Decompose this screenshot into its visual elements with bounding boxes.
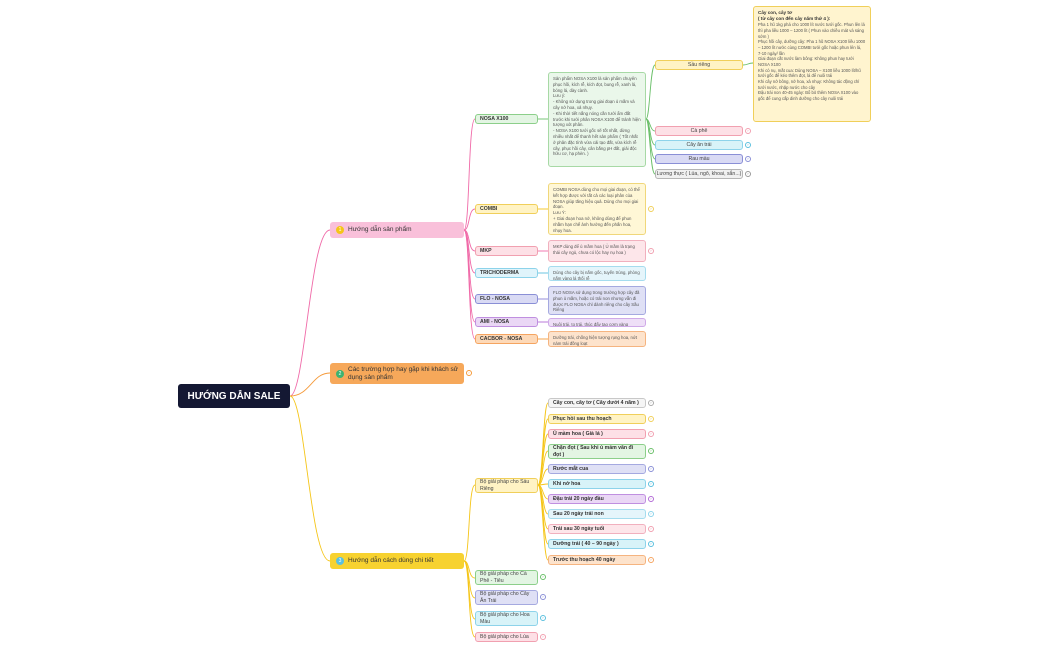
section-common-cases[interactable]: 2 Các trường hợp hay gặp khi khách sử dụ… — [330, 363, 464, 384]
section-number-badge: 2 — [336, 369, 344, 378]
expand-toggle-icon[interactable]: › — [648, 557, 654, 563]
durian-stage[interactable]: Sau 20 ngày trái non — [548, 509, 646, 519]
durian-stage[interactable]: Chặn đọt ( Sau khi ủ mầm vẫn đi đọt ) — [548, 444, 646, 459]
product-description-trichoderma: Dùng cho cây bị nấm gốc, tuyến trùng, ph… — [548, 266, 646, 281]
solution-flowers-vegetables[interactable]: Bộ giải pháp cho Hoa Màu — [475, 611, 538, 626]
solution-label: Bộ giải pháp cho Hoa Màu — [480, 612, 530, 625]
product-ami-nosa[interactable]: AMI - NOSA — [475, 317, 538, 327]
expand-toggle-icon[interactable]: › — [648, 541, 654, 547]
expand-toggle-icon[interactable]: › — [648, 431, 654, 437]
durian-stage[interactable]: Phục hồi sau thu hoạch — [548, 414, 646, 424]
solution-fruit-trees[interactable]: Bộ giải pháp cho Cây Ăn Trái — [475, 590, 538, 605]
product-description-ami-nosa: Nuôi trái, to trái, thúc đẩy tạo cơm vàn… — [548, 318, 646, 327]
durian-stage[interactable]: Cây con, cây tơ ( Cây dưới 4 năm ) — [548, 398, 646, 408]
section-detailed-usage[interactable]: 3 Hướng dẫn cách dùng chi tiết — [330, 553, 464, 569]
solution-coffee-pepper[interactable]: Bộ giải pháp cho Cà Phê - Tiêu — [475, 570, 538, 585]
expand-toggle-icon[interactable]: › — [540, 634, 546, 640]
expand-toggle-icon[interactable]: › — [648, 416, 654, 422]
durian-note-body: Pha 1 hũ 1kg phá cho 1000 lít nước tưới … — [758, 22, 866, 102]
expand-toggle-icon[interactable]: › — [648, 400, 654, 406]
product-combi[interactable]: COMBI — [475, 204, 538, 214]
section-label: Các trường hợp hay gặp khi khách sử dụng… — [348, 365, 459, 381]
crop-coffee[interactable]: Cà phê — [655, 126, 743, 136]
expand-toggle-icon[interactable]: › — [745, 128, 751, 134]
expand-toggle-icon[interactable]: › — [745, 142, 751, 148]
crop-fruit-trees[interactable]: Cây ăn trái — [655, 140, 743, 150]
durian-stage[interactable]: Trái sau 30 ngày tuổi — [548, 524, 646, 534]
expand-toggle-icon[interactable]: › — [648, 496, 654, 502]
section-number-badge: 3 — [336, 557, 344, 565]
product-description-cacbor-nosa: Dưỡng trái, chống hiện tượng rụng hoa, n… — [548, 331, 646, 347]
expand-toggle-icon[interactable]: › — [466, 370, 472, 376]
product-description-flo-nosa: FLO NOSA sử dụng trong trường hợp cây đã… — [548, 286, 646, 315]
durian-note-title: Cây con, cây tơ ( từ cây con đến cây năm… — [758, 10, 831, 22]
durian-usage-note: Cây con, cây tơ ( từ cây con đến cây năm… — [753, 6, 871, 122]
expand-toggle-icon[interactable]: › — [648, 248, 654, 254]
durian-stage[interactable]: Đậu trái 20 ngày đầu — [548, 494, 646, 504]
expand-toggle-icon[interactable]: › — [540, 594, 546, 600]
expand-toggle-icon[interactable]: › — [648, 448, 654, 454]
section-product-guide[interactable]: 1 Hướng dẫn sản phẩm — [330, 222, 464, 238]
crop-durian[interactable]: Sầu riêng — [655, 60, 743, 70]
product-description-combi: COMBI NOSA dùng cho mọi giai đoạn, có th… — [548, 183, 646, 235]
root-node[interactable]: HƯỚNG DẪN SALE — [178, 384, 290, 408]
expand-toggle-icon[interactable]: › — [648, 526, 654, 532]
expand-toggle-icon[interactable]: › — [745, 156, 751, 162]
durian-stage[interactable]: Khi nở hoa — [548, 479, 646, 489]
expand-toggle-icon[interactable]: › — [648, 206, 654, 212]
crop-vegetables[interactable]: Rau màu — [655, 154, 743, 164]
durian-stage[interactable]: Dưỡng trái ( 40 – 90 ngày ) — [548, 539, 646, 549]
expand-toggle-icon[interactable]: › — [745, 171, 751, 177]
expand-toggle-icon[interactable]: › — [648, 511, 654, 517]
durian-stage[interactable]: Rước mắt cua — [548, 464, 646, 474]
solution-label: Bộ giải pháp cho Cà Phê - Tiêu — [480, 571, 527, 584]
solution-rice[interactable]: Bộ giải pháp cho Lúa — [475, 632, 538, 642]
solution-durian[interactable]: Bộ giải pháp cho Sầu Riêng — [475, 478, 538, 493]
expand-toggle-icon[interactable]: › — [540, 615, 546, 621]
product-trichoderma[interactable]: TRICHODERMA — [475, 268, 538, 278]
durian-stage[interactable]: Ủ mầm hoa ( Già lá ) — [548, 429, 646, 439]
section-label: Hướng dẫn cách dùng chi tiết — [348, 556, 434, 564]
section-label: Hướng dẫn sản phẩm — [348, 225, 412, 233]
product-mkp[interactable]: MKP — [475, 246, 538, 256]
product-description-nosa-x100: Sản phẩm NOSA X100 là sản phẩm chuyên ph… — [548, 72, 646, 167]
durian-stage[interactable]: Trước thu hoạch 40 ngày — [548, 555, 646, 565]
product-flo-nosa[interactable]: FLO - NOSA — [475, 294, 538, 304]
product-nosa-x100[interactable]: NOSA X100 — [475, 114, 538, 124]
product-description-mkp: MKP dùng để ủ mầm hoa ( Ủ mầm là trạng t… — [548, 240, 646, 262]
solution-label: Bộ giải pháp cho Lúa — [480, 633, 529, 640]
expand-toggle-icon[interactable]: › — [648, 481, 654, 487]
expand-toggle-icon[interactable]: › — [648, 466, 654, 472]
crop-staple-food[interactable]: Lương thực ( Lúa, ngô, khoai, sắn...) — [655, 169, 743, 179]
solution-label: Bộ giải pháp cho Cây Ăn Trái — [480, 591, 530, 604]
section-number-badge: 1 — [336, 226, 344, 234]
expand-toggle-icon[interactable]: › — [540, 574, 546, 580]
solution-label: Bộ giải pháp cho Sầu Riêng — [480, 479, 530, 492]
product-cacbor-nosa[interactable]: CACBOR - NOSA — [475, 334, 538, 344]
